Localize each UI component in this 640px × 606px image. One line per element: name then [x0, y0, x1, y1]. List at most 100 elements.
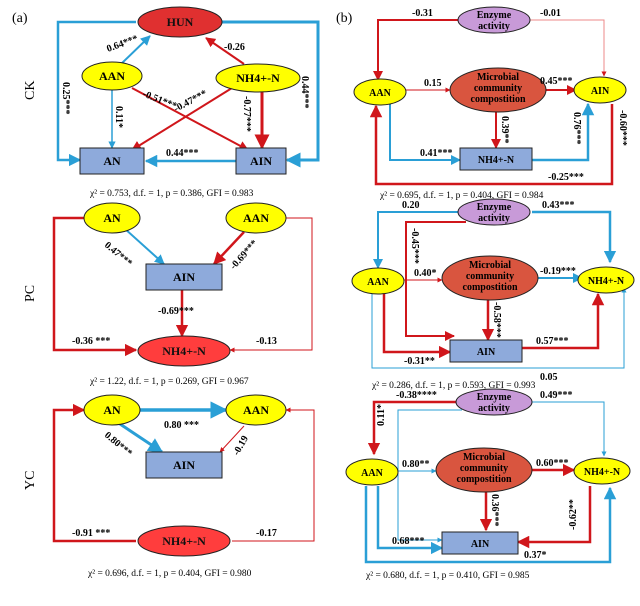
- coef-nh4-aan: -0.17: [256, 528, 277, 539]
- node-nh4: [573, 457, 631, 485]
- path-right-loop: [222, 20, 320, 168]
- stat-a-pc: χ² = 1.22, d.f. = 1, p = 0.269, GFI = 0.…: [89, 376, 249, 387]
- node-enzyme-label-1: Enzyme: [477, 10, 512, 21]
- node-microbial: [449, 67, 547, 113]
- stat-b-yc: χ² = 0.680, d.f. = 1, p = 0.410, GFI = 0…: [365, 570, 530, 581]
- coef-aan-nh4: -0.13: [256, 336, 277, 347]
- coef-top-left: -0.31: [412, 8, 433, 19]
- coef-enz-ain: -0.45***: [409, 228, 420, 264]
- node-ain-label: AIN: [471, 539, 490, 550]
- path-aan-ain: [382, 294, 452, 359]
- coef-aan-mic: 0.15: [424, 78, 442, 89]
- diagram-b-yc: Enzyme activity AAN Microbial community …: [345, 388, 631, 581]
- path-aan-nh4: [229, 217, 313, 353]
- node-enzyme-label-1: Enzyme: [477, 202, 512, 213]
- node-enzyme-label-2: activity: [478, 21, 510, 32]
- path-nh4-ain: [516, 486, 592, 549]
- coef-mic-nh4: 0.39**: [499, 116, 510, 144]
- node-an-label: AN: [103, 403, 121, 417]
- path-top-left: [367, 400, 456, 456]
- coef-left: 0.25***: [60, 82, 71, 115]
- coef-nh4-ain: -0.62**: [568, 499, 579, 530]
- node-microbial-label-1: Microbial: [469, 260, 511, 271]
- coef-nh4-ain: 0.76***: [571, 112, 582, 145]
- path-nh4-aan: [232, 407, 315, 542]
- node-microbial-label-2: community: [474, 83, 522, 94]
- node-aan: [353, 78, 407, 106]
- node-microbial-label-1: Microbial: [463, 452, 505, 463]
- node-nh4: [137, 335, 231, 367]
- coef-an-aan: 0.80 ***: [164, 420, 199, 431]
- node-ain: [449, 339, 523, 363]
- node-aan: [351, 267, 405, 295]
- path-nh4-ain: [532, 102, 595, 162]
- node-microbial-label-3: compostition: [471, 94, 526, 105]
- diagram-a-yc: AN AAN AIN NH4+-N 0.80 *** 0.80*** -0.19…: [52, 394, 315, 579]
- coef-mic-nh4: 0.60***: [536, 458, 569, 469]
- diagram-a-pc: AN AAN AIN NH4+-N 0.47*** -0.69*** -0.69…: [52, 202, 313, 387]
- coef-an-ain: 0.47***: [102, 240, 134, 269]
- path-top-right: [530, 19, 607, 77]
- path-nh4-an: [52, 403, 136, 543]
- node-nh4-label: NH4+-N: [236, 71, 280, 85]
- node-nh4: [215, 63, 301, 93]
- path-aan-ain: [213, 231, 245, 265]
- coef-nh4-an: -0.91 ***: [72, 528, 110, 539]
- node-nh4-label: NH4+-N: [162, 344, 206, 358]
- path-nh4-hiun: [205, 37, 245, 65]
- node-an: [83, 394, 141, 426]
- node-ain: [573, 76, 627, 104]
- node-ain-label: AIN: [591, 86, 610, 97]
- path-enz-ain: [405, 221, 466, 341]
- row-label-ck: CK: [23, 81, 38, 100]
- path-aan-ain: [219, 425, 245, 453]
- node-enzyme-label-2: activity: [478, 213, 510, 224]
- path-bottom: [371, 287, 627, 369]
- stat-b-pc: χ² = 0.286, d.f. = 1, p = 0.593, GFI = 0…: [371, 380, 536, 391]
- path-aan-ain: [131, 87, 249, 151]
- coef-mic-nh4: -0.19***: [540, 266, 576, 277]
- node-an: [79, 147, 145, 175]
- node-ain: [235, 147, 287, 175]
- node-enzyme-label-2: activity: [478, 403, 510, 414]
- row-label-yc: YC: [23, 471, 38, 490]
- path-bottom: [364, 486, 617, 564]
- path-top-left: [373, 211, 458, 269]
- panel-label-b: (b): [336, 11, 353, 26]
- node-ain-label: AIN: [250, 154, 272, 168]
- node-nh4: [577, 266, 635, 294]
- node-hiun-label: HUN: [167, 15, 194, 29]
- coef-ain-nh4: 0.57***: [536, 336, 569, 347]
- node-nh4-label: NH4+-N: [162, 534, 206, 548]
- diagram-b-ck: Enzyme activity AAN Microbial community …: [353, 6, 628, 201]
- node-aan-label: AAN: [243, 403, 269, 417]
- node-microbial: [441, 255, 539, 301]
- node-nh4-label: NH4+-N: [588, 276, 625, 287]
- node-nh4: [137, 525, 231, 557]
- coef-aan-an: 0.11*: [113, 106, 124, 128]
- node-aan-label: AAN: [367, 277, 389, 288]
- node-aan-label: AAN: [361, 468, 383, 479]
- stat-b-ck: χ² = 0.695, d.f. = 1, p = 0.404, GFI = 0…: [379, 190, 544, 201]
- coef-aan-nh4: 0.41***: [420, 148, 453, 159]
- node-microbial-label-2: community: [466, 271, 514, 282]
- node-microbial-label-3: compostition: [463, 282, 518, 293]
- node-microbial-label-2: community: [460, 463, 508, 474]
- path-ain-down: [369, 104, 614, 186]
- node-ain: [441, 531, 519, 555]
- node-aan-label: AAN: [243, 211, 269, 225]
- coef-an-ain: 0.80***: [102, 430, 134, 459]
- node-microbial-label-1: Microbial: [477, 72, 519, 83]
- stat-a-ck: χ² = 0.753, d.f. = 1, p = 0.386, GFI = 0…: [89, 188, 254, 199]
- coef-top-right: 0.49***: [540, 390, 573, 401]
- coef-top-left: 0.20: [402, 200, 420, 211]
- coef-bottom: 0.37*: [524, 550, 547, 561]
- coef-ain-nh4: -0.69***: [158, 306, 194, 317]
- node-an: [83, 202, 141, 234]
- coef-hiun-nh4: -0.26: [224, 42, 245, 53]
- coef-aan-mic: 0.40*: [414, 268, 437, 279]
- node-aan: [225, 202, 287, 234]
- coef-top-right: -0.01: [540, 8, 561, 19]
- path-an-ain: [123, 227, 165, 265]
